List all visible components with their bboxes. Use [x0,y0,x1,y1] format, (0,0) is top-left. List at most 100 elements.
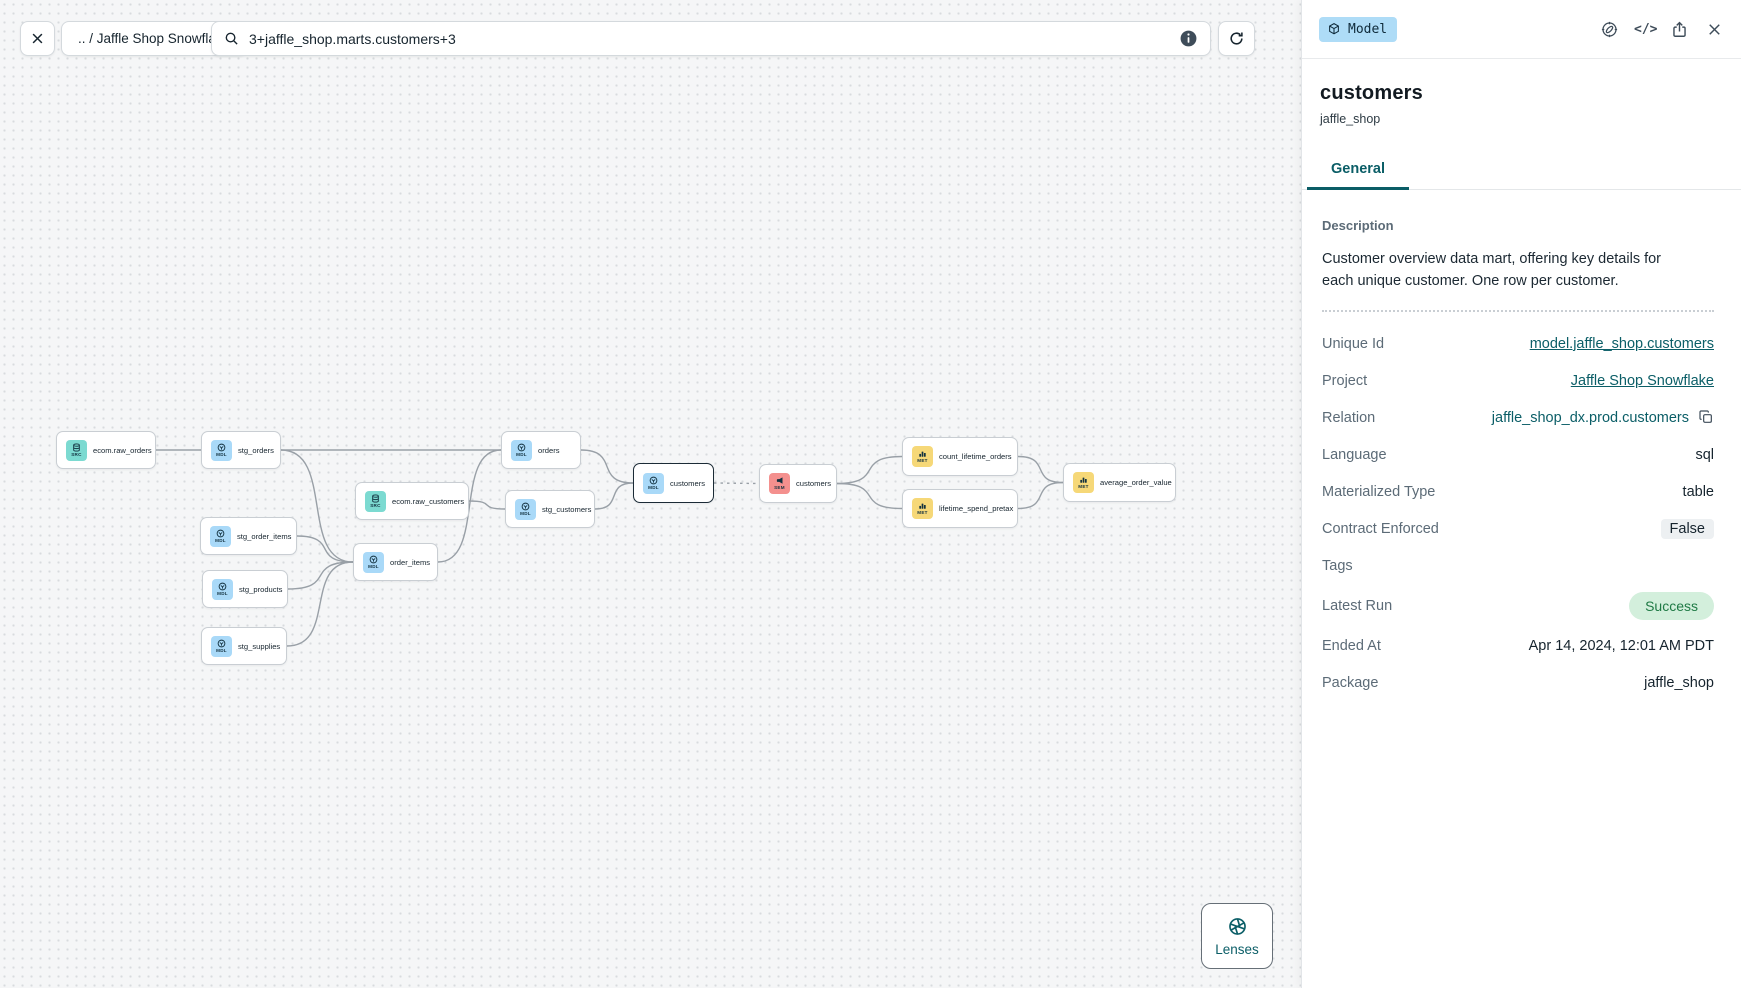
description-label: Description [1322,218,1394,233]
explore-icon[interactable] [1599,19,1619,39]
dag-node-label: stg_supplies [238,641,281,651]
model-icon: MDL [210,525,231,547]
field-label-latest-run: Latest Run [1322,597,1393,614]
close-icon [32,33,43,44]
dag-edge-ecom_raw_customers-to-stg_customers [468,500,506,510]
dag-edge-customers_sem-to-count_lifetime_orders [836,455,903,485]
dag-node-label: count_lifetime_orders [939,452,1012,461]
chart-icon: MET [1073,472,1094,493]
field-badge-contract-enforced: False [1660,518,1714,539]
database-icon: SRC [365,490,386,512]
dag-edge-stg_order_items-to-order_items [296,535,354,563]
lenses-button[interactable]: Lenses [1201,903,1273,969]
field-row-project: Project Jaffle Shop Snowflake [1322,370,1714,392]
field-value-ended-at: Apr 14, 2024, 12:01 AM PDT [1528,637,1714,654]
dag-node-label: stg_customers [542,504,592,514]
model-icon: MDL [212,578,233,600]
dag-node-label: stg_products [239,584,283,594]
dag-node-label: ecom.raw_customers [392,496,465,506]
dag-node-stg_orders[interactable]: MDL stg_orders [201,431,281,469]
dag-node-label: lifetime_spend_pretax [939,504,1014,513]
field-label-tags: Tags [1322,557,1353,574]
field-value-relation: jaffle_shop_dx.prod.customers [1492,409,1714,426]
dag-node-stg_customers[interactable]: MDL stg_customers [505,490,595,528]
field-row-contract-enforced: Contract Enforced False [1322,518,1714,540]
chart-icon: MET [912,498,933,519]
megaphone-icon: SEM [769,473,790,494]
panel-title-block: customers jaffle_shop [1302,59,1741,126]
code-icon[interactable]: </> [1634,19,1657,39]
panel-header: Model </> [1302,0,1741,59]
field-value-package: jaffle_shop [1644,674,1714,691]
dag-node-stg_products[interactable]: MDL stg_products [202,570,288,608]
dag-node-label: orders [538,445,560,455]
panel-subtitle: jaffle_shop [1320,112,1381,126]
dag-node-ecom_raw_customers[interactable]: SRC ecom.raw_customers [355,482,469,520]
close-panel-icon[interactable] [1704,19,1724,39]
lens-aperture-icon [1228,917,1246,935]
field-label-package: Package [1322,674,1379,691]
dag-node-label: stg_orders [238,445,274,455]
field-label-relation: Relation [1322,409,1376,426]
dag-node-count_lifetime_orders[interactable]: MET count_lifetime_orders [902,437,1018,476]
field-link-project[interactable]: Jaffle Shop Snowflake [1570,372,1714,389]
field-row-unique-id: Unique Id model.jaffle_shop.customers [1322,333,1714,355]
search-bar [211,21,1211,56]
dag-node-label: ecom.raw_orders [93,445,152,455]
database-icon: SRC [66,439,87,461]
dag-edge-stg_supplies-to-order_items [286,561,354,647]
dag-edge-stg_products-to-order_items [287,561,354,590]
model-icon: MDL [515,498,536,520]
field-value-language: sql [1695,446,1714,463]
dag-node-label: customers [670,478,706,488]
field-label-materialized-type: Materialized Type [1322,483,1436,500]
dag-edge-stg_customers-to-customers [594,482,634,510]
field-label-contract-enforced: Contract Enforced [1322,520,1439,537]
field-row-relation: Relation jaffle_shop_dx.prod.customers [1322,407,1714,429]
close-lineage-button[interactable] [20,21,55,56]
field-label-unique-id: Unique Id [1322,335,1385,352]
refresh-icon [1230,32,1243,45]
breadcrumb-label: .. / Jaffle Shop Snowflake [78,31,231,46]
section-divider [1322,309,1714,312]
panel-tabs: General [1302,153,1741,190]
dag-node-stg_supplies[interactable]: MDL stg_supplies [201,627,287,665]
dag-node-lifetime_spend_pretax[interactable]: MET lifetime_spend_pretax [902,489,1018,528]
tab-general[interactable]: General [1307,153,1409,190]
dag-edge-lifetime_spend_pretax-to-average_order_value [1017,481,1064,510]
panel-header-actions: </> [1599,19,1724,39]
dag-node-customers_sem[interactable]: SEM customers [759,464,837,503]
cube-icon [1329,23,1339,35]
info-icon[interactable] [1179,29,1198,48]
model-icon: MDL [211,439,232,461]
share-icon[interactable] [1669,19,1689,39]
field-row-package: Package jaffle_shop [1322,672,1714,694]
field-label-project: Project [1322,372,1368,389]
field-link-unique-id[interactable]: model.jaffle_shop.customers [1529,335,1714,352]
resource-type-label: Model [1348,21,1388,37]
page-title: customers [1320,82,1423,104]
chart-icon: MET [912,446,933,467]
dag-node-label: customers [796,479,832,488]
dag-edge-count_lifetime_orders-to-average_order_value [1017,455,1064,484]
search-input[interactable] [249,30,1169,47]
dag-edge-customers-to-customers_sem [713,482,760,485]
status-badge: Success [1629,591,1714,620]
description-text: Customer overview data mart, offering ke… [1322,251,1662,290]
field-row-tags: Tags [1322,555,1714,577]
model-icon: MDL [363,551,384,573]
copy-icon[interactable] [1697,409,1714,426]
model-icon: MDL [211,635,232,657]
dag-node-ecom_raw_orders[interactable]: SRC ecom.raw_orders [56,431,156,469]
refresh-button[interactable] [1218,21,1255,56]
dag-edge-orders-to-customers [580,449,634,484]
